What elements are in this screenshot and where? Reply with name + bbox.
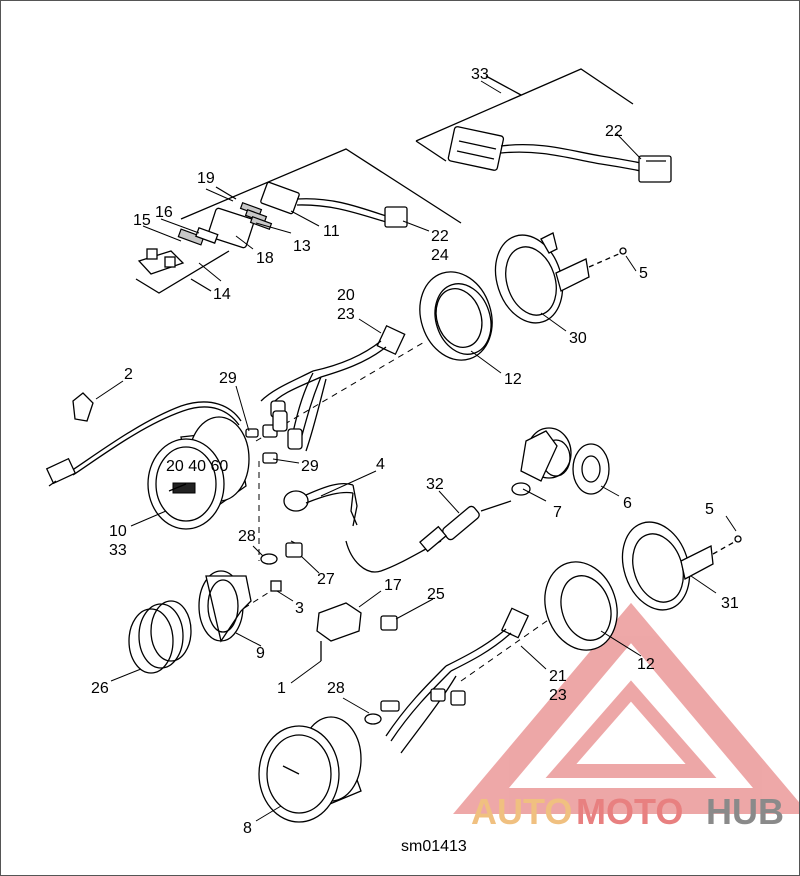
callout-14: 14 [213,286,231,303]
callout-7: 7 [553,504,562,521]
callout-20: 20 [337,287,355,304]
part-12-lower-ring [544,561,618,651]
callout-30-bottom: 31 [721,595,739,612]
callout-12-bottom: 12 [637,656,655,673]
callout-12-top: 12 [504,371,522,388]
part-11-housing [198,570,252,643]
part-2-grommet [72,392,94,422]
part-12-upper-ring [419,271,493,361]
part-10-speedometer: 20 40 60 [147,416,250,530]
callout-9: 8 [243,820,252,837]
callout-labels: 33 22 19 16 15 11 13 22 24 18 14 5 20 23… [91,66,739,855]
callout-23-top: 23 [337,306,355,323]
part-29-bulbs [245,410,303,464]
part-4-sensor [283,482,358,527]
part-7-switch [511,427,572,496]
callout-22-mid: 22 [431,228,449,245]
figure-code: sm01413 [401,838,467,855]
callout-18: 18 [256,250,274,267]
callout-5-top: 5 [639,265,648,282]
callout-23-bottom: 23 [549,687,567,704]
callout-11: 9 [256,645,265,662]
speedometer-cable [45,401,242,487]
watermark-logo [453,602,799,814]
part-27-socket [285,542,303,558]
part-32-bracket [415,68,634,162]
callout-22-top: 22 [605,123,623,140]
part-21-harness [380,607,530,754]
callout-25: 25 [427,586,445,603]
callout-26: 26 [91,680,109,697]
callout-28-mid: 28 [238,528,256,545]
part-30-upper-bracket [494,232,627,324]
callout-24: 24 [431,247,449,264]
callout-31: 32 [426,476,444,493]
watermark-hub: HUB [706,791,784,832]
callout-16: 16 [155,204,173,221]
part-19-harness [207,181,408,249]
callout-32: 33 [471,66,489,83]
callout-5-bottom: 5 [705,501,714,518]
callout-28-bottom: 28 [327,680,345,697]
callout-30-top: 30 [569,330,587,347]
callout-6: 6 [623,495,632,512]
part-19-bracket [180,148,462,224]
svg-text:20 40 60: 20 40 60 [166,458,228,475]
callout-29-bottom: 29 [301,458,319,475]
watermark-moto: MOTO [576,791,683,832]
callout-21: 21 [549,668,567,685]
watermark-text: AUTO MOTO HUB [471,791,784,832]
part-20-harness [260,324,406,452]
callout-33: 33 [109,542,127,559]
callout-19: 19 [197,170,215,187]
leader-lines [95,80,737,822]
watermark-auto: AUTO [471,791,572,832]
callout-15: 15 [133,212,151,229]
part-31-cable [345,500,512,573]
part-6-nut [572,443,610,495]
part-17-module [316,602,362,642]
part-15-16-fuses [137,226,219,275]
part-3-clip [270,580,282,592]
callout-3: 3 [295,600,304,617]
callout-27: 27 [317,571,335,588]
callout-1: 1 [277,680,286,697]
callout-4: 4 [376,456,385,473]
callout-29-top: 29 [219,370,237,387]
part-28-bulb-mid [260,553,278,565]
part-14-bracket [135,250,230,294]
part-28-bulb-lower [364,713,382,725]
callout-10: 10 [109,523,127,540]
callout-2: 2 [124,366,133,383]
part-9-tachometer [258,716,362,823]
part-32-harness [447,126,672,183]
callout-8: 11 [323,223,340,240]
callout-13: 13 [293,238,311,255]
part-30-lower-bracket [621,521,742,611]
part-25-connector [380,615,398,631]
part-26-lens [128,600,192,674]
callout-17: 17 [384,577,402,594]
